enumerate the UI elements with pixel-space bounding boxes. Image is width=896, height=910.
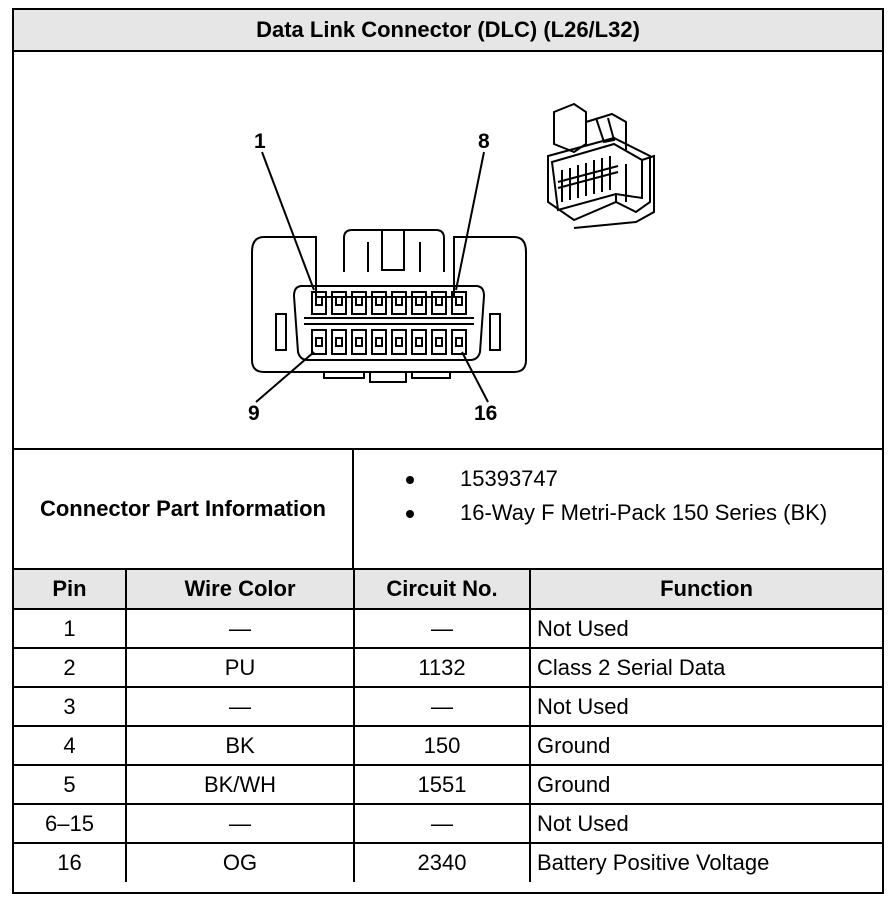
bottom-row-terminals (311, 329, 467, 355)
cell-pin: 3 (14, 686, 127, 727)
cell-wire-color: — (125, 686, 355, 727)
cell-pin: 16 (14, 842, 127, 882)
cell-wire-color: OG (125, 842, 355, 882)
pin-table: Pin Wire Color Circuit No. Function 1 — … (14, 570, 882, 882)
cell-function: Not Used (529, 608, 882, 649)
cell-pin: 2 (14, 647, 127, 688)
cell-function: Ground (529, 764, 882, 805)
header-function: Function (529, 570, 882, 610)
bullet-icon (406, 510, 414, 518)
pin-label-16: 16 (474, 402, 497, 425)
cell-function: Class 2 Serial Data (529, 647, 882, 688)
document-frame: Data Link Connector (DLC) (L26/L32) (12, 8, 884, 894)
cell-wire-color: — (125, 803, 355, 844)
connector-info-label: Connector Part Information (14, 450, 354, 568)
connector-info-item: 16-Way F Metri-Pack 150 Series (BK) (354, 498, 882, 532)
connector-info-list: 15393747 16-Way F Metri-Pack 150 Series … (354, 450, 882, 568)
cell-pin: 5 (14, 764, 127, 805)
table-row: 5 BK/WH 1551 Ground (14, 764, 882, 805)
part-number: 15393747 (460, 466, 558, 491)
cell-function: Ground (529, 725, 882, 766)
cell-circuit: 1132 (353, 647, 531, 688)
pin-leader-lines (255, 151, 489, 403)
connector-face-drawing: 1 8 9 16 (248, 102, 655, 425)
cell-circuit: 2340 (353, 842, 531, 882)
cell-circuit: — (353, 686, 531, 727)
cell-circuit: 1551 (353, 764, 531, 805)
pin-label-1: 1 (254, 130, 266, 153)
pin-label-8: 8 (478, 130, 490, 153)
connector-isometric-icon (547, 102, 655, 229)
connector-diagram: 1 8 9 16 (14, 52, 882, 450)
table-row: 1 — — Not Used (14, 608, 882, 649)
cell-function: Not Used (529, 686, 882, 727)
cell-wire-color: — (125, 608, 355, 649)
pin-label-9: 9 (248, 402, 260, 425)
cell-function: Not Used (529, 803, 882, 844)
table-row: 16 OG 2340 Battery Positive Voltage (14, 842, 882, 882)
connector-info-label-text: Connector Part Information (39, 496, 326, 521)
connector-info-item: 15393747 (354, 464, 882, 498)
connector-part-info: Connector Part Information 15393747 16-W… (14, 450, 882, 570)
table-row: 4 BK 150 Ground (14, 725, 882, 766)
cell-function: Battery Positive Voltage (529, 842, 882, 882)
connector-housing (251, 229, 527, 383)
cell-circuit: — (353, 608, 531, 649)
cell-pin: 4 (14, 725, 127, 766)
connector-description: 16-Way F Metri-Pack 150 Series (BK) (460, 500, 828, 525)
table-row: 3 — — Not Used (14, 686, 882, 727)
bullet-icon (406, 476, 414, 484)
cell-circuit: 150 (353, 725, 531, 766)
cell-pin: 1 (14, 608, 127, 649)
top-row-terminals (311, 291, 467, 315)
table-row: 2 PU 1132 Class 2 Serial Data (14, 647, 882, 688)
cell-pin: 6–15 (14, 803, 127, 844)
table-row: 6–15 — — Not Used (14, 803, 882, 844)
cell-wire-color: PU (125, 647, 355, 688)
title-text: Data Link Connector (DLC) (L26/L32) (256, 17, 640, 42)
header-wire-color: Wire Color (125, 570, 355, 610)
header-pin: Pin (14, 570, 127, 610)
cell-wire-color: BK/WH (125, 764, 355, 805)
pin-table-header: Pin Wire Color Circuit No. Function (14, 570, 882, 610)
cell-wire-color: BK (125, 725, 355, 766)
header-circuit: Circuit No. (353, 570, 531, 610)
document-title: Data Link Connector (DLC) (L26/L32) (14, 10, 882, 52)
cell-circuit: — (353, 803, 531, 844)
